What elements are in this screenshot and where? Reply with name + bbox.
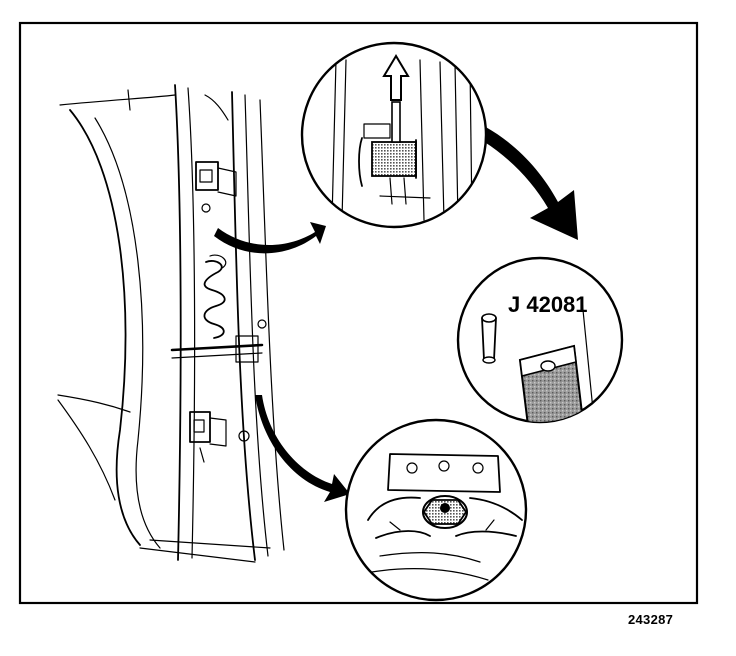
lower-callout-arrow <box>255 395 350 502</box>
figure-number: 243287 <box>628 612 674 627</box>
tool-label: J 42081 <box>508 292 588 317</box>
detail-special-tool: J 42081 <box>456 256 624 424</box>
upper-callout-arrow <box>214 222 326 254</box>
callout-arrows <box>214 106 578 502</box>
frame-border <box>18 21 699 605</box>
tool-callout-arrow <box>420 106 578 240</box>
hinge-pin <box>481 313 497 364</box>
vehicle-body-view <box>57 84 285 563</box>
detail-upper-hinge <box>300 41 488 229</box>
pull-up-arrow <box>382 54 410 101</box>
detail-lower-hinge <box>344 418 528 602</box>
